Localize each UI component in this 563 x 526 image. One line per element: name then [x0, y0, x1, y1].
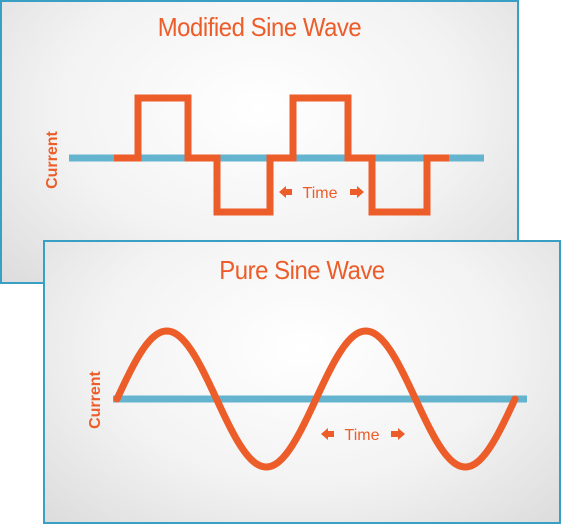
modified-time-label: Time — [303, 185, 338, 202]
modified-time-right-arrow-icon — [357, 186, 364, 198]
modified-square-wave — [114, 94, 449, 216]
modified-sine-wave-panel: Modified Sine Wave Current Time — [0, 0, 519, 284]
pure-time-right-arrow-shaft — [391, 431, 398, 437]
pure-current-axis-label: Current — [87, 370, 104, 428]
modified-time-left-arrow-shaft — [285, 189, 292, 195]
pure-time-label: Time — [345, 427, 380, 444]
pure-sine-wave — [113, 327, 519, 471]
pure-time-right-arrow-icon — [398, 428, 405, 440]
pure-sine-wave-title: Pure Sine Wave — [219, 255, 385, 285]
modified-time-left-arrow-icon — [279, 186, 286, 198]
pure-time-left-arrow-icon — [321, 428, 328, 440]
modified-sine-wave-title: Modified Sine Wave — [157, 12, 362, 42]
modified-sine-wave-diagram: Current Time — [44, 94, 484, 216]
pure-time-left-arrow-shaft — [327, 431, 334, 437]
modified-time-right-arrow-shaft — [350, 189, 357, 195]
pure-sine-wave-panel: Pure Sine Wave Current Time — [43, 240, 561, 524]
pure-sine-wave-diagram: Current Time — [87, 327, 527, 471]
modified-current-axis-label: Current — [44, 130, 61, 188]
